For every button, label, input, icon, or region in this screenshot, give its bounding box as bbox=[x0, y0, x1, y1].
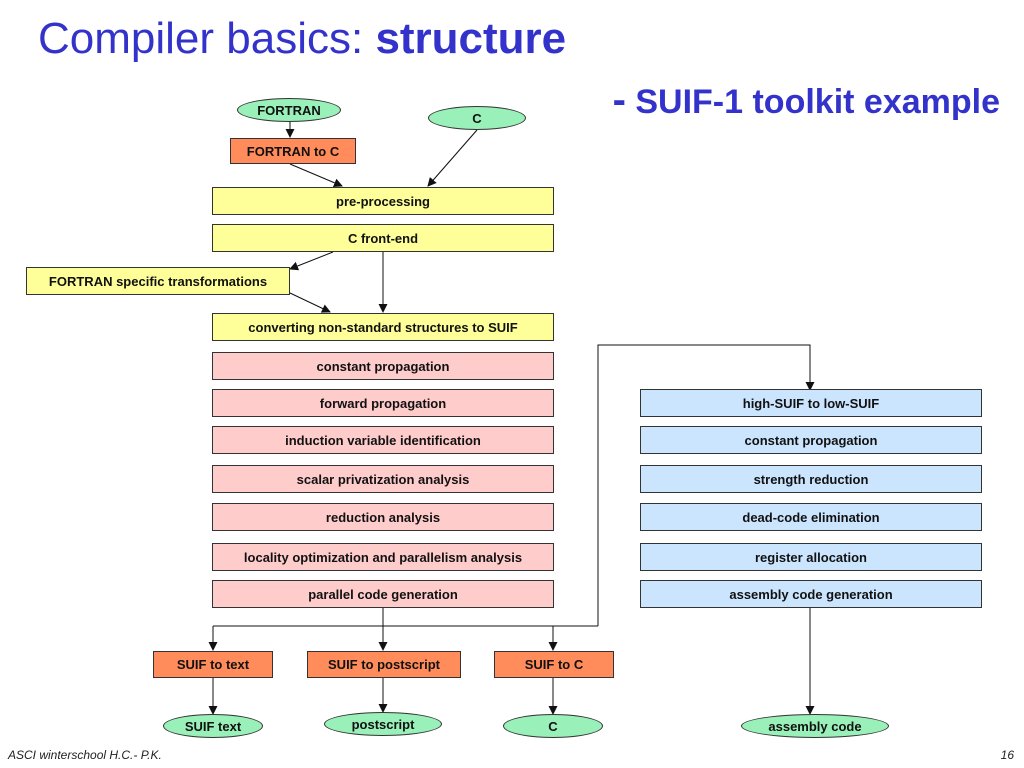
register-allocation-box: register allocation bbox=[640, 543, 982, 571]
subtitle-text: SUIF-1 toolkit example bbox=[635, 83, 1000, 121]
pre-processing-box: pre-processing bbox=[212, 187, 554, 215]
suif-text-output-oval: SUIF text bbox=[163, 714, 263, 738]
parallel-code-generation-box: parallel code generation bbox=[212, 580, 554, 608]
locality-optimization-box: locality optimization and parallelism an… bbox=[212, 543, 554, 571]
suif-to-postscript-box: SUIF to postscript bbox=[307, 651, 461, 678]
fortran-to-c-box: FORTRAN to C bbox=[230, 138, 356, 164]
assembly-code-generation-box: assembly code generation bbox=[640, 580, 982, 608]
page-number: 16 bbox=[1000, 748, 1014, 762]
suif-to-text-box: SUIF to text bbox=[153, 651, 273, 678]
c-output-oval: C bbox=[503, 714, 603, 738]
fortran-input-oval: FORTRAN bbox=[237, 98, 341, 122]
suif-to-c-box: SUIF to C bbox=[494, 651, 614, 678]
scalar-privatization-box: scalar privatization analysis bbox=[212, 465, 554, 493]
arrow-fortran-specific-to-converting bbox=[289, 292, 331, 313]
assembly-code-output-oval: assembly code bbox=[741, 714, 889, 738]
footer-credit: ASCI winterschool H.C.- P.K. bbox=[8, 748, 162, 762]
postscript-output-oval: postscript bbox=[324, 712, 442, 736]
arrow-c-to-preprocessing bbox=[427, 129, 478, 187]
fortran-specific-transformations-box: FORTRAN specific transformations bbox=[26, 267, 290, 295]
title-prefix: Compiler basics: bbox=[38, 14, 376, 63]
subtitle-dash: - bbox=[612, 78, 626, 122]
forward-propagation-box: forward propagation bbox=[212, 389, 554, 417]
strength-reduction-box: strength reduction bbox=[640, 465, 982, 493]
induction-variable-box: induction variable identification bbox=[212, 426, 554, 454]
constant-propagation-low-box: constant propagation bbox=[640, 426, 982, 454]
arrow-converter-to-preprocessing bbox=[289, 163, 343, 188]
arrow-frontend-to-fortran-specific bbox=[289, 251, 334, 271]
converting-to-suif-box: converting non-standard structures to SU… bbox=[212, 313, 554, 341]
high-to-low-suif-box: high-SUIF to low-SUIF bbox=[640, 389, 982, 417]
dead-code-elimination-box: dead-code elimination bbox=[640, 503, 982, 531]
constant-propagation-box: constant propagation bbox=[212, 352, 554, 380]
arrow-to-high-to-low bbox=[597, 344, 815, 626]
reduction-analysis-box: reduction analysis bbox=[212, 503, 554, 531]
c-front-end-box: C front-end bbox=[212, 224, 554, 252]
c-input-oval: C bbox=[428, 106, 526, 130]
slide-title: Compiler basics: structure bbox=[38, 14, 566, 64]
title-bold-word: structure bbox=[375, 14, 567, 63]
slide-subtitle: - SUIF-1 toolkit example bbox=[613, 78, 1000, 123]
